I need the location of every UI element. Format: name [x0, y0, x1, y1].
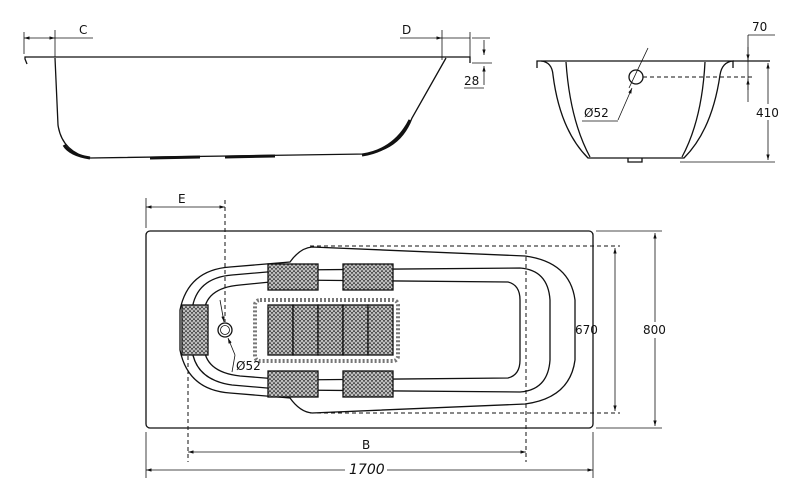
dim-e-label: E [178, 192, 186, 206]
dim-c-label: C [79, 23, 87, 37]
anti-slip-pad [342, 263, 394, 291]
dim-rim-label: 28 [464, 74, 479, 88]
anti-slip-area [253, 298, 400, 363]
plan-view: Ø52 E B 1700 670 800 [145, 192, 669, 478]
end-rim [536, 60, 770, 68]
drain-diameter-label: Ø52 [236, 359, 261, 373]
dim-d-label: D [402, 23, 411, 37]
outer-basin [179, 246, 576, 414]
dim-width-label: 800 [643, 323, 666, 337]
anti-slip-pad [267, 263, 319, 291]
dim-overflow-label: 70 [752, 20, 767, 34]
dim-inner-width-label: 670 [575, 323, 598, 337]
side-body [54, 57, 447, 159]
side-view: C D 28 [23, 23, 492, 160]
anti-slip-pad [181, 304, 209, 356]
dim-height-label: 410 [756, 106, 779, 120]
side-rim [24, 56, 471, 65]
overflow-hole [628, 69, 644, 85]
drain-hole [217, 322, 233, 338]
anti-slip-pad [342, 370, 394, 398]
dim-length-label: 1700 [349, 462, 385, 478]
dim-b-label: B [362, 438, 370, 452]
anti-slip-pad [267, 370, 319, 398]
end-overflow-diameter-label: Ø52 [584, 106, 609, 120]
tub-outline [145, 230, 594, 429]
end-view: Ø52 70 410 [536, 20, 782, 163]
